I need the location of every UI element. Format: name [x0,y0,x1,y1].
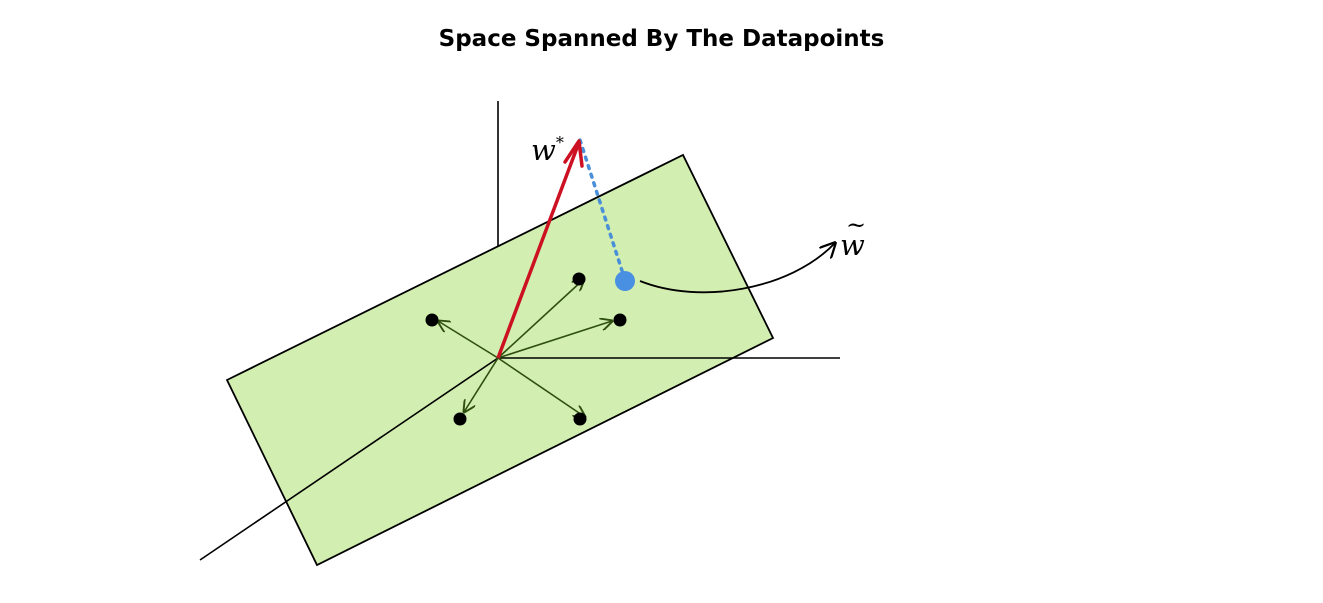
w-tilde-accent: ~ [846,211,866,239]
w-star-arrowhead [563,139,584,168]
diagram-title: Space Spanned By The Datapoints [438,26,885,52]
datapoint [613,313,627,327]
w-star-vector [496,144,580,359]
w-tilde-pointer [639,243,835,294]
data-vector-1 [497,279,584,359]
datapoint [572,272,586,286]
data-vector-2 [497,321,612,359]
projection-line [578,138,627,282]
data-vector-3 [438,321,499,359]
data-vector-5 [497,357,585,417]
datapoint [425,313,439,327]
w-tilde-label: w [840,228,865,262]
w-tilde-point [615,271,635,291]
data-vector-4 [464,357,499,412]
datapoint [453,412,467,426]
datapoint [573,412,587,426]
w-star-label: w* [531,133,564,167]
y-axis [199,357,499,561]
